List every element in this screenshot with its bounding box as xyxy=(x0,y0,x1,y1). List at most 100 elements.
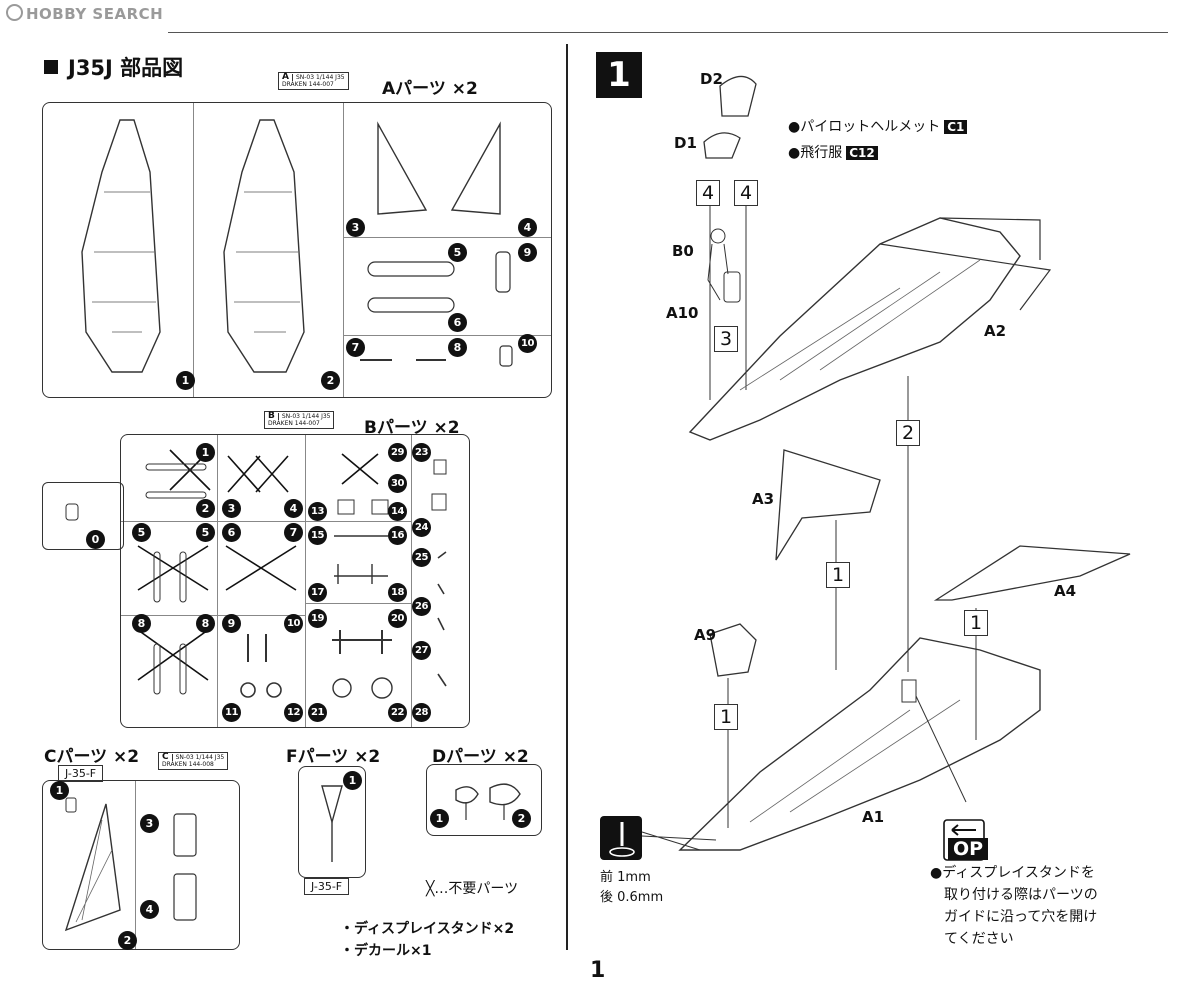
fuselage-left-half xyxy=(81,119,161,373)
part-number: 5 xyxy=(132,523,151,542)
sprue-c-title: Cパーツ ×2 xyxy=(44,747,140,767)
pilot-part-1 xyxy=(65,797,77,813)
sprue-b-runner xyxy=(121,615,305,616)
missile-part xyxy=(153,643,161,695)
wing-part-4 xyxy=(450,121,501,215)
part-number: 29 xyxy=(388,443,407,462)
sprue-a-frame xyxy=(42,102,552,398)
missile-part xyxy=(179,551,187,603)
guide-line xyxy=(709,200,747,400)
sprue-b-gate xyxy=(42,482,124,550)
part-number: 5 xyxy=(448,243,467,262)
part-number: 17 xyxy=(308,583,327,602)
part-number: 26 xyxy=(412,597,431,616)
part-label-a3: A3 xyxy=(752,490,775,508)
fuselage-upper-a2 xyxy=(688,217,1021,441)
fuselage-right-half xyxy=(223,119,305,373)
op-label: OP xyxy=(948,838,988,860)
assembly-drawing xyxy=(600,75,1131,861)
substep-box: 3 xyxy=(714,326,738,352)
canopy-d2 xyxy=(719,75,757,117)
part-number: 22 xyxy=(388,703,407,722)
part-number: 8 xyxy=(196,614,215,633)
part-number: 3 xyxy=(140,814,159,833)
sprue-a-runner xyxy=(343,237,551,238)
section-title: J35J 部品図 xyxy=(44,52,183,82)
part-number: 18 xyxy=(388,583,407,602)
part-number: 10 xyxy=(284,614,303,633)
part-number: 2 xyxy=(512,809,531,828)
landing-gear-part xyxy=(247,634,267,662)
part-10 xyxy=(499,345,513,367)
part-number: 14 xyxy=(388,502,407,521)
unneeded-cross-icon xyxy=(137,545,209,591)
pilot-b0 xyxy=(710,228,726,244)
part-a9 xyxy=(709,623,757,677)
canopy-frame-part-2 xyxy=(64,803,121,932)
part-number: 4 xyxy=(284,499,303,518)
panel-lines xyxy=(749,699,961,823)
part-number: 21 xyxy=(308,703,327,722)
stand-mount xyxy=(901,679,917,703)
parts-19-20 xyxy=(332,630,392,654)
wheel-part-11 xyxy=(240,682,256,698)
gate-stub xyxy=(465,802,505,820)
substep-box: 1 xyxy=(714,704,738,730)
substep-box: 1 xyxy=(964,610,988,636)
part-13-14 xyxy=(337,499,389,515)
hobby-logo-icon xyxy=(6,4,23,21)
part-number: 1 xyxy=(343,771,362,790)
part-number: 9 xyxy=(518,243,537,262)
missile-part xyxy=(145,463,207,471)
sprue-c-label: J-35-F xyxy=(58,765,104,782)
substep-box: 1 xyxy=(826,562,850,588)
part-number: 1 xyxy=(196,443,215,462)
part-label-d1: D1 xyxy=(674,134,697,152)
part-number: 6 xyxy=(222,523,241,542)
part-label-a9: A9 xyxy=(694,626,717,644)
part-number: 1 xyxy=(50,781,69,800)
substep-box: 4 xyxy=(734,180,758,206)
part-number: 0 xyxy=(86,530,105,549)
part-number: 2 xyxy=(196,499,215,518)
sprue-c-frame xyxy=(42,780,240,950)
part-number: 1 xyxy=(430,809,449,828)
part-label-a4: A4 xyxy=(1054,582,1077,600)
part-number: 4 xyxy=(140,900,159,919)
canopy-part-2 xyxy=(489,783,521,806)
tank-part-6 xyxy=(367,297,455,313)
watermark: HOBBY SEARCH xyxy=(6,4,163,23)
fuselage-left-detail xyxy=(92,191,156,333)
missile-part xyxy=(179,643,187,695)
part-number: 3 xyxy=(346,218,365,237)
sprue-b-runner xyxy=(217,435,218,727)
page-number: 1 xyxy=(590,958,606,983)
part-number: 13 xyxy=(308,502,327,521)
missile-part xyxy=(145,491,207,499)
missile-part xyxy=(153,551,161,603)
part-number: 7 xyxy=(346,338,365,357)
part-number: 8 xyxy=(448,338,467,357)
part-number: 9 xyxy=(222,614,241,633)
part-label-d2: D2 xyxy=(700,70,723,88)
stand-part-1 xyxy=(321,785,343,825)
sprue-b-frame xyxy=(120,434,470,728)
extras-decal: ・デカール×1 xyxy=(340,943,432,959)
part-label-a2: A2 xyxy=(984,322,1007,340)
sprue-b-runner xyxy=(305,435,306,727)
part-number: 2 xyxy=(321,371,340,390)
part-number: 7 xyxy=(284,523,303,542)
part-9 xyxy=(495,251,511,293)
sprue-f-title: Fパーツ ×2 xyxy=(286,747,381,767)
sprue-b-runner xyxy=(411,435,412,727)
legend-unneeded: ╳…不要パーツ xyxy=(426,881,519,897)
sprue-f-parts xyxy=(321,785,343,862)
wing-upper-a2 xyxy=(879,217,1052,311)
part-number: 27 xyxy=(412,641,431,660)
seat-part-0 xyxy=(65,503,79,521)
unneeded-cross-icon xyxy=(225,545,297,591)
sprue-c-parts xyxy=(64,797,197,932)
